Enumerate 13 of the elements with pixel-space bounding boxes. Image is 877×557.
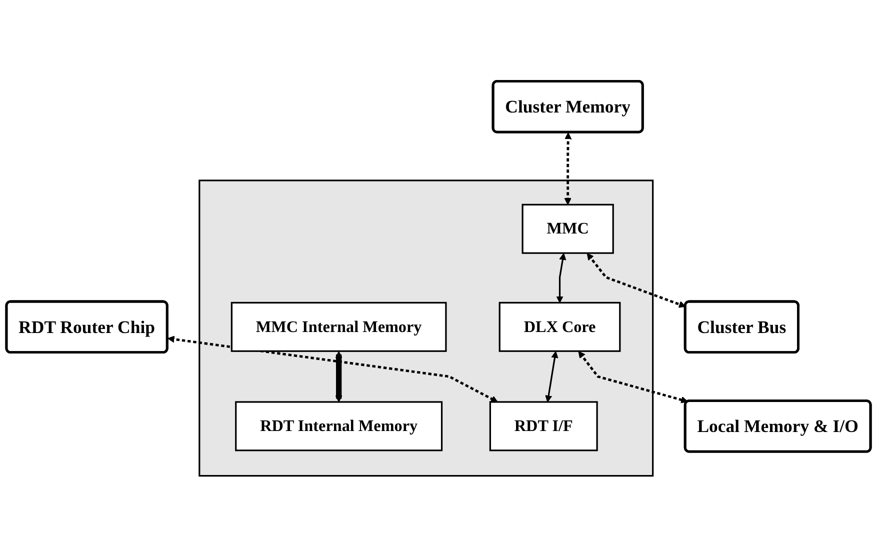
node-box: RDT I/F [489, 401, 598, 452]
arrow [564, 132, 572, 205]
node-box: DLX Core [498, 302, 621, 352]
arrow [586, 253, 686, 308]
arrow [168, 336, 498, 402]
arrow [556, 253, 566, 304]
arrow [545, 351, 558, 402]
node-box: MMC [522, 204, 614, 254]
arrow [578, 351, 688, 404]
cluster [198, 180, 654, 477]
node-box: MMC Internal Memory [230, 302, 447, 352]
node-box: RDT Internal Memory [235, 401, 443, 452]
arrow [335, 351, 342, 402]
